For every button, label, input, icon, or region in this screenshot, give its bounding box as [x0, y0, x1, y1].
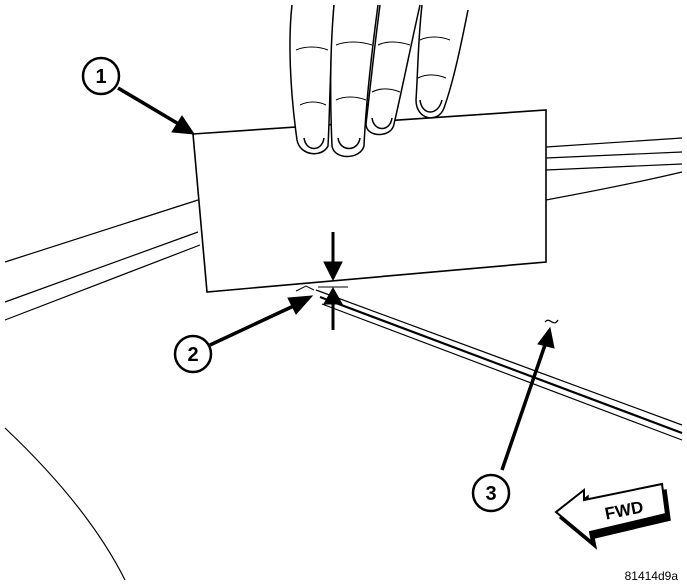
hand	[289, 4, 469, 158]
leader-arrow-3-head	[537, 326, 555, 349]
finger-index	[289, 4, 335, 155]
callout-2-circle	[173, 334, 213, 374]
molding-line-middle	[319, 295, 683, 435]
callout-1-label: 1	[95, 66, 106, 88]
body-panel-lines	[4, 137, 683, 581]
clip-squiggle	[544, 319, 559, 324]
fingernail-index	[303, 137, 325, 150]
fingernail-little	[419, 99, 443, 113]
molding-line-upper	[315, 289, 683, 426]
feeler-card	[192, 109, 547, 293]
molding-line-lower	[321, 303, 683, 441]
right-trim-line-3	[545, 163, 683, 171]
right-trim-line-4	[545, 171, 683, 201]
callout-1: 1	[81, 56, 121, 96]
callout-3-label: 3	[485, 483, 496, 505]
right-trim-line-1	[545, 137, 683, 148]
callout-3-circle	[471, 473, 511, 513]
leader-arrow-1-head	[171, 115, 195, 135]
gap-arrow-top-head	[323, 261, 343, 282]
callout-3: 3	[471, 473, 511, 513]
knuckle-creases	[295, 36, 451, 106]
gap-arrow-bottom-head	[323, 286, 343, 305]
body-curve	[4, 427, 126, 581]
gap-measurement	[295, 232, 348, 330]
card-outline	[192, 109, 547, 293]
right-trim-line-2	[545, 151, 683, 159]
callout-1-circle	[81, 56, 121, 96]
left-trim-line-lower	[4, 244, 201, 321]
figure-reference: 81414d9a	[625, 569, 679, 583]
leader-arrow-2-shaft	[209, 301, 301, 347]
leader-arrow-3-shaft	[500, 341, 548, 471]
finger-ring	[365, 4, 421, 136]
leader-arrows	[117, 86, 559, 471]
callout-2: 2	[173, 334, 213, 374]
fingernail-ring	[371, 117, 393, 130]
leader-arrow-2-head	[287, 295, 314, 315]
fwd-direction-arrow: FWD	[554, 482, 671, 550]
fingernail-middle	[337, 137, 361, 150]
leader-arrow-1-shaft	[117, 86, 183, 128]
fwd-arrow-outline	[554, 482, 668, 545]
left-trim-line-upper	[4, 199, 199, 263]
left-trim-line-middle	[4, 231, 199, 303]
finger-little	[415, 4, 469, 119]
gap-edge-mark	[295, 285, 315, 292]
callout-2-label: 2	[187, 344, 198, 366]
